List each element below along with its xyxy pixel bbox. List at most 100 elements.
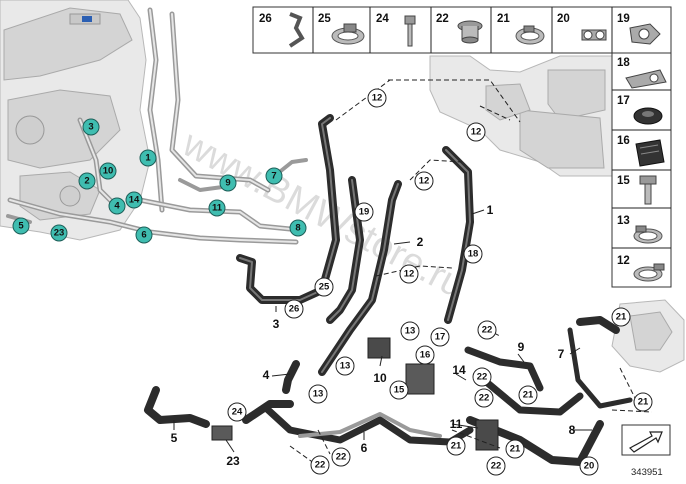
svg-text:26: 26 xyxy=(289,304,300,315)
callout[interactable]: 13 xyxy=(335,356,355,376)
callout[interactable]: 12 xyxy=(367,88,387,108)
callout[interactable]: 21 xyxy=(633,392,653,412)
svg-text:11: 11 xyxy=(212,203,223,214)
callout[interactable]: 12 xyxy=(399,264,419,284)
callout[interactable]: 13 xyxy=(400,321,420,341)
svg-text:19: 19 xyxy=(359,207,370,218)
hose-clamp-icon xyxy=(633,225,663,244)
callout[interactable]: 21 xyxy=(505,439,525,459)
svg-text:23: 23 xyxy=(54,228,65,239)
callout[interactable]: 22 xyxy=(477,320,497,340)
part-label[interactable]: 14 xyxy=(452,363,466,377)
svg-text:22: 22 xyxy=(482,325,493,336)
part-number: 26 xyxy=(259,13,272,25)
callout[interactable]: 26 xyxy=(284,299,304,319)
teal-callout[interactable]: 10 xyxy=(99,162,117,180)
callout[interactable]: 21 xyxy=(518,385,538,405)
hose-group xyxy=(144,114,633,466)
callout[interactable]: 24 xyxy=(227,402,247,422)
svg-text:21: 21 xyxy=(451,441,462,452)
callout[interactable]: 22 xyxy=(486,456,506,476)
teal-callout[interactable]: 2 xyxy=(78,172,96,190)
part-number: 24 xyxy=(376,13,389,25)
part-label[interactable]: 4 xyxy=(263,368,270,382)
hose-clamp-icon xyxy=(633,263,665,282)
callout[interactable]: 12 xyxy=(414,171,434,191)
part-number: 15 xyxy=(617,175,630,187)
svg-text:22: 22 xyxy=(315,460,326,471)
callout[interactable]: 22 xyxy=(310,455,330,475)
part-label[interactable]: 2 xyxy=(417,235,424,249)
svg-text:1: 1 xyxy=(145,153,151,164)
part-label[interactable]: 6 xyxy=(361,441,368,455)
part-label[interactable]: 3 xyxy=(273,317,280,331)
bolt-icon xyxy=(639,175,657,205)
svg-text:21: 21 xyxy=(638,397,649,408)
callout[interactable]: 22 xyxy=(474,388,494,408)
svg-text:5: 5 xyxy=(18,221,24,232)
callout[interactable]: 16 xyxy=(415,345,435,365)
part-label[interactable]: 7 xyxy=(558,347,565,361)
svg-text:22: 22 xyxy=(479,393,490,404)
callout[interactable]: 19 xyxy=(354,202,374,222)
callout[interactable]: 22 xyxy=(472,367,492,387)
teal-callout[interactable]: 3 xyxy=(82,118,100,136)
part-label[interactable]: 10 xyxy=(373,371,387,385)
teal-callout[interactable]: 4 xyxy=(108,197,126,215)
svg-text:8: 8 xyxy=(295,223,300,234)
hose-clamp-icon xyxy=(515,25,545,45)
rubber-mount-icon xyxy=(635,139,665,167)
engine-illustration xyxy=(0,0,151,241)
part-number: 18 xyxy=(617,57,630,69)
svg-text:25: 25 xyxy=(319,282,330,293)
callout[interactable]: 15 xyxy=(389,380,409,400)
callout[interactable]: 21 xyxy=(446,436,466,456)
double-clip-icon xyxy=(581,29,607,41)
svg-text:2: 2 xyxy=(84,176,89,187)
svg-text:9: 9 xyxy=(225,178,230,189)
part-number: 13 xyxy=(617,215,630,227)
teal-callout[interactable]: 9 xyxy=(219,174,237,192)
callout[interactable]: 18 xyxy=(463,244,483,264)
holder-icon xyxy=(629,23,661,45)
part-number: 12 xyxy=(617,255,630,267)
dashed-leaders xyxy=(289,79,653,467)
plug-icon xyxy=(457,20,483,44)
svg-text:21: 21 xyxy=(616,312,627,323)
svg-text:17: 17 xyxy=(435,332,446,343)
callout[interactable]: 12 xyxy=(466,122,486,142)
teal-callout[interactable]: 6 xyxy=(135,226,153,244)
teal-callout[interactable]: 23 xyxy=(50,224,68,242)
part-label[interactable]: 5 xyxy=(171,431,178,445)
callout[interactable]: 22 xyxy=(331,447,351,467)
teal-callout[interactable]: 14 xyxy=(125,191,143,209)
svg-text:22: 22 xyxy=(336,452,347,463)
teal-callout[interactable]: 11 xyxy=(208,199,226,217)
svg-text:13: 13 xyxy=(313,389,324,400)
part-number: 16 xyxy=(617,135,630,147)
callout[interactable]: 25 xyxy=(314,277,334,297)
part-label[interactable]: 9 xyxy=(518,340,525,354)
diagram-number: 343951 xyxy=(631,467,663,478)
parts-panel-top: 26 25 24 22 21 20 xyxy=(252,6,672,54)
part-label[interactable]: 11 xyxy=(450,417,463,431)
teal-callout[interactable]: 8 xyxy=(289,219,307,237)
part-labels: 1 2 3 4 5 6 7 8 9 10 11 14 23 xyxy=(171,203,576,468)
part-label[interactable]: 8 xyxy=(569,423,576,437)
grommet-icon xyxy=(633,107,663,125)
teal-callout[interactable]: 7 xyxy=(265,167,283,185)
clip-icon xyxy=(288,12,305,48)
svg-text:18: 18 xyxy=(468,249,479,260)
teal-callout[interactable]: 5 xyxy=(12,217,30,235)
callout[interactable]: 13 xyxy=(308,384,328,404)
teal-callout[interactable]: 1 xyxy=(139,149,157,167)
callout[interactable]: 17 xyxy=(430,327,450,347)
part-label[interactable]: 23 xyxy=(226,454,240,468)
callout[interactable]: 21 xyxy=(611,307,631,327)
callout[interactable]: 20 xyxy=(579,456,599,476)
part-label[interactable]: 1 xyxy=(487,203,494,217)
svg-text:12: 12 xyxy=(419,176,430,187)
teal-callouts: 3 1 2 10 4 14 5 23 6 9 7 11 8 xyxy=(12,118,307,244)
svg-text:15: 15 xyxy=(394,385,405,396)
